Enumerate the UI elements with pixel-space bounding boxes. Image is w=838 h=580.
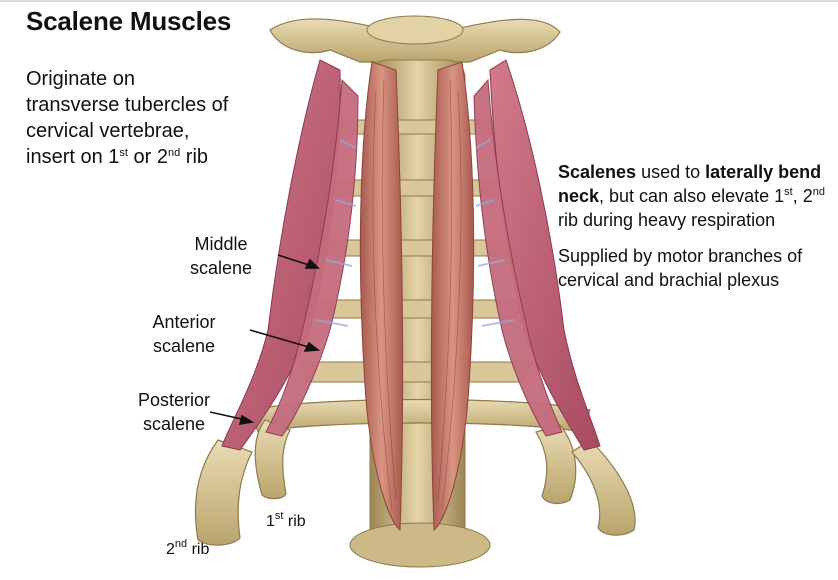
origin-line-2: transverse tubercles of: [26, 94, 229, 116]
origin-insertion-text: Originate on transverse tubercles of cer…: [26, 66, 276, 170]
origin-line-4: insert on 1st or 2nd rib: [26, 146, 209, 168]
innervation-paragraph: Supplied by motor branches of cervical a…: [558, 246, 803, 290]
label-second-rib: 2nd rib: [166, 538, 210, 559]
origin-line-1: Originate on: [26, 68, 135, 90]
function-text-block: Scalenes used to laterally bend neck, bu…: [558, 160, 830, 304]
top-divider: [0, 0, 838, 2]
label-first-rib: 1st rib: [266, 510, 306, 531]
label-middle-scalene: Middle scalene: [189, 234, 253, 278]
origin-line-3: cervical vertebrae,: [26, 120, 190, 142]
slide-title: Scalene Muscles: [26, 6, 232, 36]
label-anterior-scalene: Anterior scalene: [152, 312, 216, 356]
label-posterior-scalene: Posterior scalene: [137, 390, 211, 434]
function-paragraph: Scalenes used to laterally bend neck, bu…: [558, 162, 825, 230]
